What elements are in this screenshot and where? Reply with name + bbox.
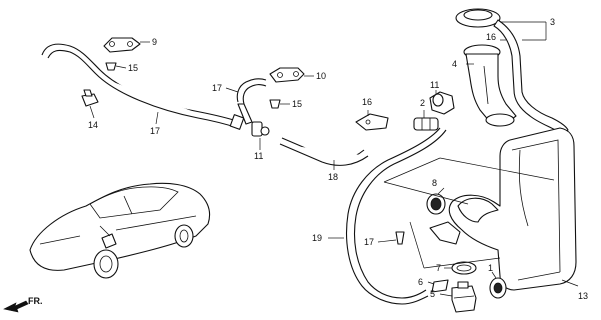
hose-21 [345,127,447,305]
callout-labels: 9 15 14 17 17 10 15 11 18 16 2 11 16 3 4… [28,17,588,306]
seal-8 [426,193,446,215]
hose-20 [279,137,369,166]
callout-6: 6 [418,277,423,287]
clip-15-middle [269,99,281,109]
seal-6 [431,279,449,293]
joint-12 [251,121,270,137]
nozzle-11 [429,91,455,115]
callout-17: 17 [364,237,374,247]
hose-19 [236,78,267,125]
callout-9: 9 [152,37,157,47]
screw-17-lower [395,221,461,245]
callout-18: 17 [150,126,160,136]
callout-19: 17 [212,83,222,93]
callout-10: 10 [316,71,326,81]
front-direction-label: FR. [28,296,43,306]
motor-1 [489,277,507,299]
callout-11: 11 [430,80,439,90]
callout-8: 8 [432,178,437,188]
assembly-reference-lines [383,157,555,269]
clamp-10 [269,67,305,83]
filler-neck-4 [463,44,517,127]
callout-15: 15 [128,63,138,73]
clip-15-left [105,62,117,71]
callout-15: 15 [292,99,302,109]
washer-tank-13 [448,127,577,291]
callout-7: 7 [436,263,441,273]
callout-1: 1 [488,263,493,273]
callout-16: 16 [362,97,372,107]
hose-18 [41,43,245,130]
callout-3: 3 [550,17,555,27]
car-illustration [29,182,211,279]
callout-20: 18 [328,172,338,182]
callout-12: 11 [254,151,263,161]
leader-lines [89,21,579,297]
clamp-9 [103,37,141,53]
callout-21: 19 [312,233,322,243]
clip-14 [81,89,99,107]
callout-5: 5 [430,289,435,299]
front-direction-arrow [3,300,29,313]
joint-2 [413,117,439,131]
callout-14: 14 [88,120,98,130]
callout-13: 13 [578,291,588,301]
callout-4: 4 [452,59,457,69]
pump-5 [451,281,477,313]
callout-17: 16 [486,32,496,42]
callout-2: 2 [420,98,425,108]
bracket-16 [355,113,389,131]
